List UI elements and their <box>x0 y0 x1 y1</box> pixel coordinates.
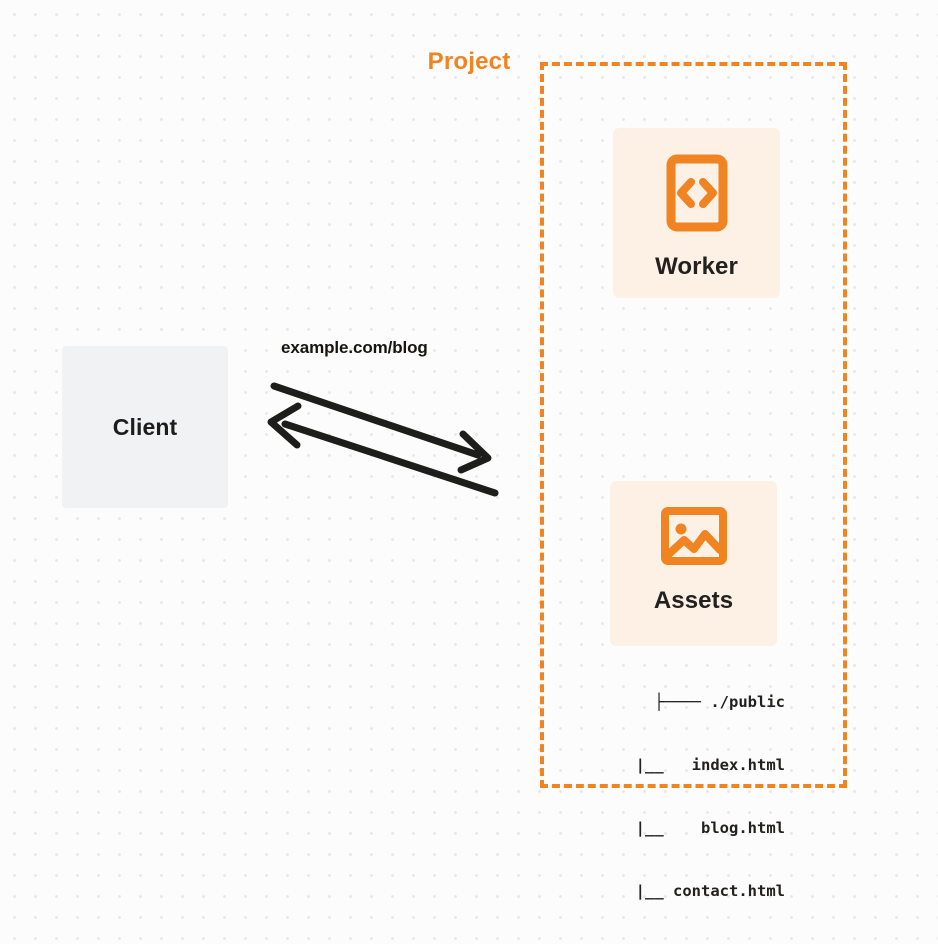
diagram-canvas: Client example.com/blog Project Worker <box>62 48 847 900</box>
client-label: Client <box>112 413 178 440</box>
request-url-label: example.com/blog <box>281 338 428 357</box>
worker-node[interactable]: Worker <box>613 128 780 298</box>
worker-label: Worker <box>655 253 738 280</box>
file-tree-row: |__ contact.html <box>607 882 785 900</box>
client-node[interactable]: Client <box>62 346 228 508</box>
project-title: Project <box>420 48 518 76</box>
file-tree-row: |__ blog.html <box>607 819 785 837</box>
image-icon <box>660 506 728 571</box>
assets-node[interactable]: Assets <box>610 481 777 646</box>
file-tree-row: |__ index.html <box>607 756 785 774</box>
project-container <box>540 62 847 788</box>
assets-label: Assets <box>653 587 734 614</box>
response-arrow <box>267 402 499 497</box>
file-tree-row: ├──── ./public <box>654 693 785 711</box>
assets-file-tree: ├──── ./public |__ index.html |__ blog.h… <box>560 650 785 944</box>
code-file-icon <box>666 154 728 237</box>
request-arrow <box>270 382 492 474</box>
